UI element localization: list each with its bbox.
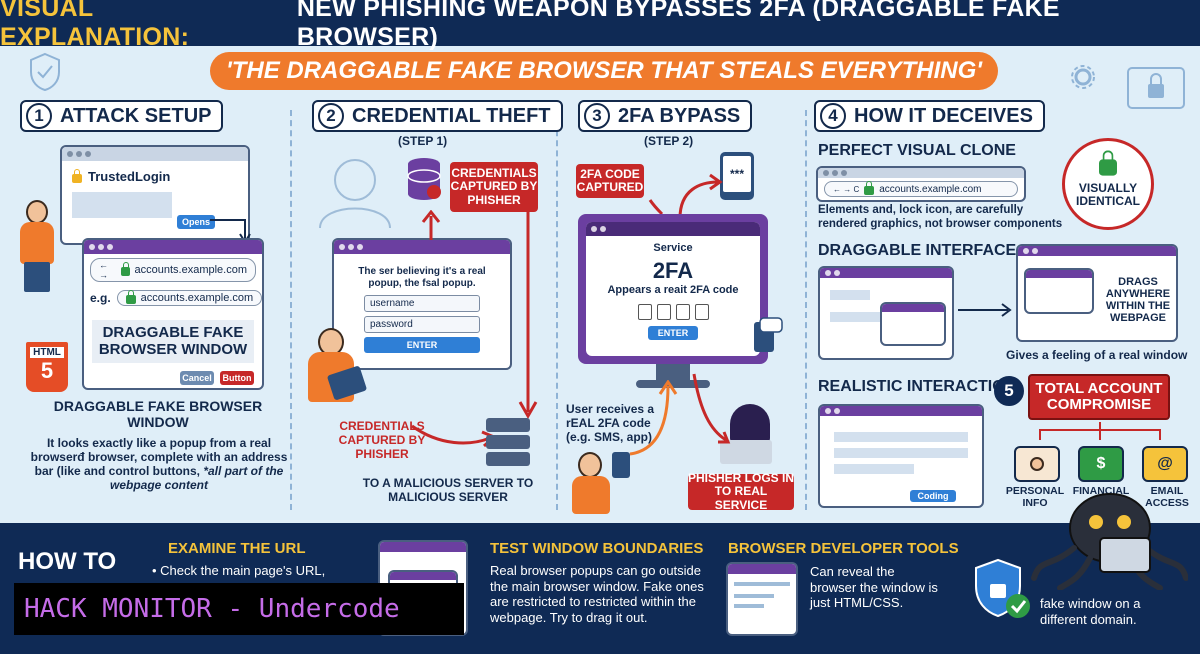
- title-prefix: VISUAL EXPLANATION:: [0, 0, 190, 51]
- shield-check-icon: [975, 558, 1030, 618]
- server-icon: [486, 418, 530, 470]
- clone-browser-window: ← → C accounts.example.com: [816, 166, 1026, 202]
- hacker-silhouette-icon: [319, 159, 391, 229]
- trusted-login-label: TrustedLogin: [88, 169, 171, 184]
- section-divider: [805, 110, 807, 510]
- section-1-title: 1 ATTACK SETUP: [20, 100, 224, 132]
- cancel-button[interactable]: Cancel: [180, 370, 214, 385]
- section-divider: [556, 110, 558, 510]
- hack-monitor-watermark: HACK MONITOR - Undercode: [14, 583, 464, 635]
- dragged-window[interactable]: DRAGS ANYWHERE WITHIN THE WEBPAGE: [1016, 244, 1178, 342]
- drag-caption: Gives a feeling of a real window: [1006, 348, 1188, 362]
- 2fa-description: Appears a reait 2FA code: [607, 284, 739, 296]
- user-receives-text: User receives a rEAL 2FA code (e.g. SMS,…: [566, 402, 655, 445]
- server-caption: TO A MALICIOUS SERVER TO MALICIOUS SERVE…: [362, 476, 534, 505]
- money-icon: $: [1078, 446, 1124, 482]
- lock-icon: [121, 262, 130, 276]
- laptop-icon: [720, 440, 772, 464]
- magnifier-visually-identical: VISUALLY IDENTICAL: [1062, 138, 1154, 230]
- tip-examine-url-heading: EXAMINE THE URL: [168, 540, 306, 557]
- draggable-interface-heading: DRAGGABLE INTERFACE: [818, 242, 1017, 259]
- enter-button[interactable]: ENTER: [364, 337, 480, 353]
- phone-icon: ***: [720, 152, 754, 200]
- phone-chat-icon: [754, 317, 783, 352]
- section-2-title: 2 CREDENTIAL THEFT: [312, 100, 563, 132]
- address-bar: ← → accounts.example.com: [90, 258, 256, 282]
- total-compromise-box: TOTAL ACCOUNT COMPROMISE: [1028, 374, 1170, 420]
- shield-icon: [30, 52, 60, 92]
- draggable-window-caption-text: It looks exactly like a popup from a rea…: [30, 436, 288, 479]
- devtools-icon: [726, 562, 798, 636]
- lock-icon: [864, 181, 875, 195]
- section-divider: [290, 110, 292, 510]
- robot-octopus-icon: [1031, 493, 1188, 590]
- subtitle-banner: 'THE DRAGGABLE FAKE BROWSER THAT STEALS …: [210, 52, 998, 90]
- step-label: (STEP 2): [644, 134, 694, 148]
- html5-icon: HTML 5: [26, 342, 68, 392]
- section-number: 1: [26, 103, 52, 129]
- code-input-boxes[interactable]: [586, 296, 760, 320]
- email-access-label: EMAIL ACCESS: [1145, 485, 1189, 509]
- username-field[interactable]: username: [364, 295, 480, 312]
- gear-icon: [1071, 65, 1095, 89]
- perfect-clone-heading: PERFECT VISUAL CLONE: [818, 142, 1016, 159]
- interaction-window: Coding: [818, 404, 984, 508]
- personal-info-icon: [1014, 446, 1060, 482]
- section-5-number: 5: [994, 376, 1024, 406]
- 2fa-code-captured-box: 2FA CODE CAPTURED: [576, 164, 644, 198]
- user-avatar: [26, 200, 48, 224]
- 2fa-heading: 2FA: [652, 258, 694, 283]
- fake-login-popup[interactable]: The ser believing it's a real popup, the…: [332, 238, 512, 370]
- drag-demo-window: [818, 266, 954, 360]
- monitor: Service 2FA Appears a reait 2FA code ENT…: [578, 214, 768, 364]
- service-label: Service: [653, 242, 693, 254]
- fake-window-title: DRAGGABLE FAKE BROWSER WINDOW: [92, 320, 254, 363]
- tip-devtools-text: Can reveal the browser the window is jus…: [810, 564, 938, 611]
- opens-button[interactable]: Opens: [177, 215, 215, 229]
- lock-icon: [72, 168, 82, 183]
- fake-2fa-popup[interactable]: Service 2FA Appears a reait 2FA code ENT…: [586, 222, 760, 356]
- captured-label: CREDENTIALS CAPTURED BY PHISHER: [338, 419, 426, 461]
- coding-button[interactable]: Coding: [910, 490, 956, 502]
- password-field[interactable]: password: [364, 316, 480, 333]
- user-avatar: [578, 452, 602, 478]
- fake-browser-window[interactable]: ← → accounts.example.com e.g. accounts.e…: [82, 238, 264, 390]
- enter-button[interactable]: ENTER: [648, 326, 698, 340]
- database-icon: [407, 158, 441, 200]
- section-3-title: 3 2FA BYPASS: [578, 100, 753, 132]
- button[interactable]: Button: [220, 370, 254, 385]
- clone-description: Elements and, lock icon, are carefully r…: [818, 204, 1063, 230]
- lock-screen-icon: [1127, 67, 1185, 109]
- lock-icon: [1099, 150, 1117, 176]
- credentials-captured-box: CREDENTIALS CAPTURED BY PHISHER: [450, 162, 538, 212]
- step-label: (STEP 1): [398, 134, 448, 148]
- personal-info-label: PERSONAL INFO: [1005, 485, 1065, 509]
- email-icon: @: [1142, 446, 1188, 482]
- how-to-heading: HOW TO: [18, 548, 117, 575]
- tip-boundaries-text: Real browser popups can go outside the m…: [490, 563, 704, 625]
- draggable-window-caption-italic: *all part of the webpage content: [109, 464, 284, 493]
- realistic-interaction-heading: REALISTIC INTERACTION: [818, 378, 1017, 395]
- tip-examine-url-text: • Check the main page's URL,: [152, 563, 326, 578]
- phisher-logs-in-box: PHISHER LOGS IN TO REAL SERVICE: [688, 471, 795, 512]
- tip-devtools-heading: BROWSER DEVELOPER TOOLS: [728, 540, 959, 557]
- lock-icon: [125, 290, 136, 304]
- title-bar: VISUAL EXPLANATION: NEW PHISHING WEAPON …: [0, 0, 1200, 51]
- popup-description: The ser believing it's a real popup, the…: [358, 266, 486, 289]
- tip-boundaries-heading: TEST WINDOW BOUNDARIES: [490, 540, 704, 557]
- draggable-window-caption-title: DRAGGABLE FAKE BROWSER WINDOW: [53, 398, 263, 431]
- tip-domain-text: fake window on a different domain.: [1040, 596, 1141, 627]
- real-browser-window: TrustedLogin Opens: [60, 145, 250, 245]
- title-main: NEW PHISHING WEAPON BYPASSES 2FA (DRAGGA…: [296, 0, 1060, 51]
- phone-icon: [612, 452, 630, 478]
- section-label: ATTACK SETUP: [60, 104, 212, 127]
- phisher-icon: [730, 404, 770, 444]
- section-4-title: 4 HOW IT DECEIVES: [814, 100, 1045, 132]
- drags-anywhere-label: DRAGS ANYWHERE WITHIN THE WEBPAGE: [1105, 276, 1171, 325]
